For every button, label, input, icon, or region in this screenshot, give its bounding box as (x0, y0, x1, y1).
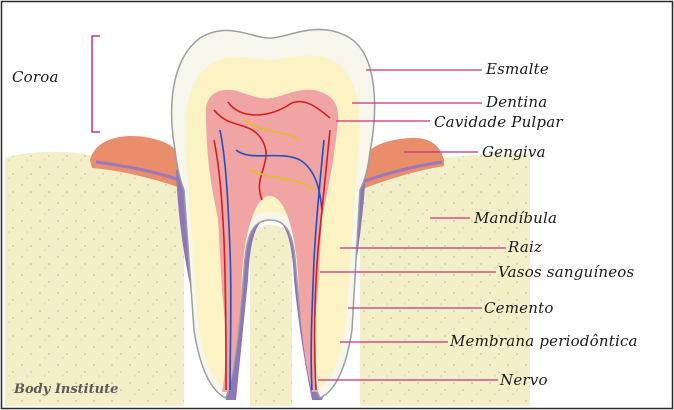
label-crown: Coroa (12, 68, 59, 86)
jaw-bone-middle (250, 225, 292, 406)
label-jaw: Mandíbula (474, 209, 557, 227)
label-nerve: Nervo (500, 371, 548, 389)
credit-text: Body Institute (14, 382, 118, 397)
label-pulp-cavity: Cavidade Pulpar (434, 113, 563, 131)
label-gum: Gengiva (482, 143, 546, 161)
label-periodontal-membrane: Membrana periodôntica (450, 332, 638, 350)
label-dentin: Dentina (486, 93, 547, 111)
label-cementum: Cemento (484, 299, 554, 317)
jaw-bone (5, 152, 184, 406)
label-blood-vessels: Vasos sanguíneos (498, 263, 634, 281)
label-enamel: Esmalte (486, 60, 549, 78)
label-root: Raiz (508, 238, 542, 256)
